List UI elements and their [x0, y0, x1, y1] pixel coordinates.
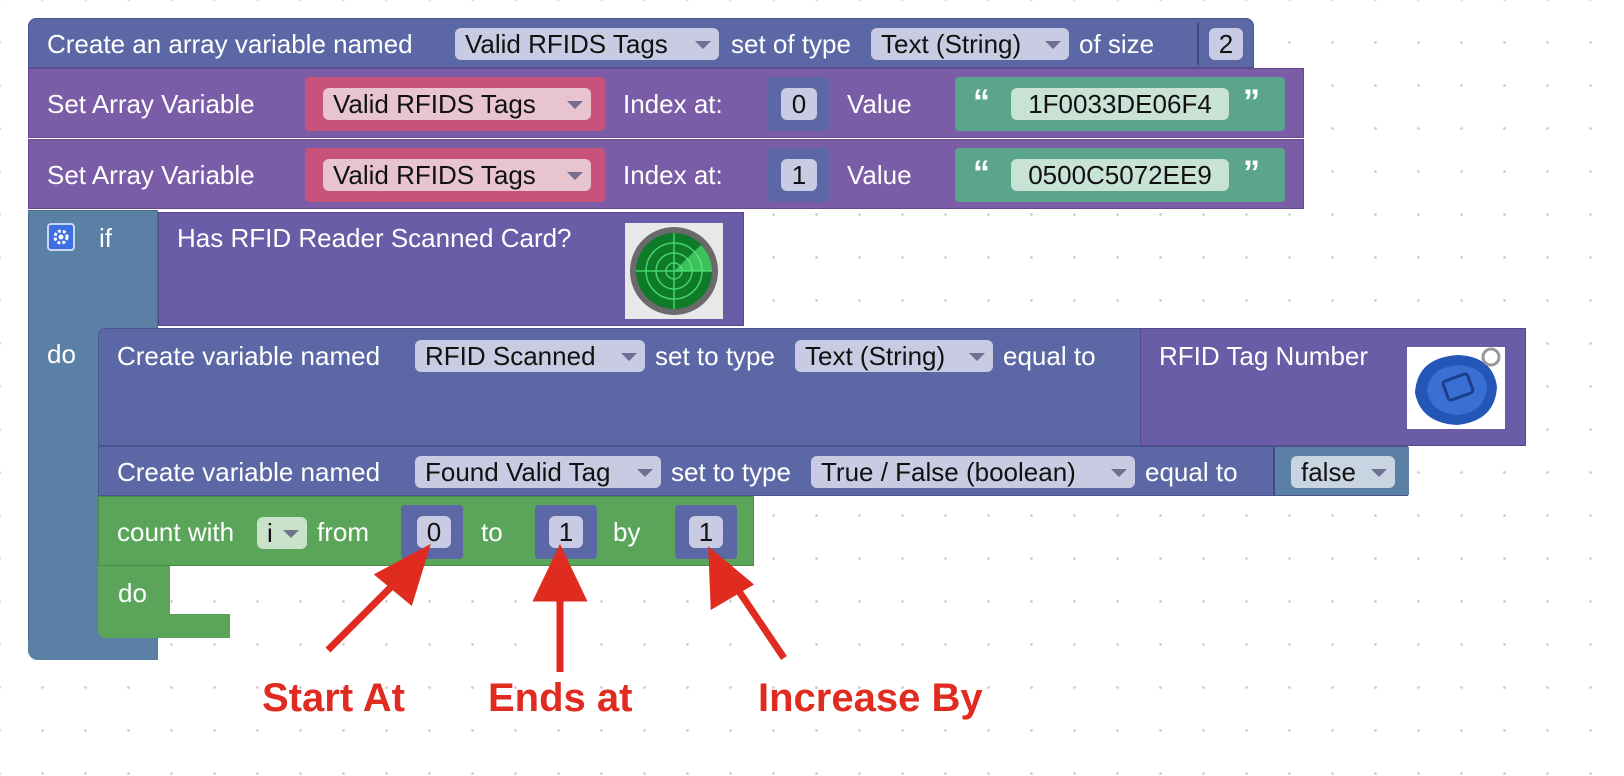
- radar-icon: [625, 223, 723, 319]
- value-label: Value: [847, 89, 912, 119]
- increase-by-annotation: Increase By: [758, 676, 983, 720]
- create-var-label: Create variable named: [117, 457, 381, 487]
- var-name-dropdown[interactable]: Found Valid Tag: [415, 456, 661, 488]
- start-at-annotation: Start At: [262, 676, 405, 720]
- ends-at-annotation: Ends at: [488, 676, 633, 720]
- array-size-input[interactable]: 2: [1209, 28, 1243, 60]
- create-var-rfid-block[interactable]: Create variable named RFID Scanned set t…: [98, 328, 1142, 446]
- count-with-label: count with: [117, 517, 235, 547]
- var-name-dropdown[interactable]: RFID Scanned: [415, 340, 645, 372]
- var-type-dropdown[interactable]: True / False (boolean): [811, 456, 1135, 488]
- chevron-down-icon: [1045, 41, 1061, 49]
- by-input[interactable]: 1: [689, 516, 723, 548]
- open-quote-icon: “: [973, 154, 990, 192]
- create-array-block[interactable]: Create an array variable named Valid RFI…: [28, 18, 1254, 68]
- create-array-label: Create an array variable named: [47, 29, 413, 59]
- set-array-label: Set Array Variable: [47, 89, 255, 119]
- array-type-dropdown[interactable]: Text (String): [871, 28, 1069, 60]
- open-quote-icon: “: [973, 83, 990, 121]
- rfid-tag-number-block[interactable]: RFID Tag Number: [1140, 328, 1526, 446]
- chevron-down-icon: [1371, 469, 1387, 477]
- string-input[interactable]: 0500C5072EE9: [1011, 159, 1229, 191]
- if-label: if: [99, 223, 112, 253]
- set-array-block-1[interactable]: Set Array Variable Valid RFIDS Tags Inde…: [28, 68, 1304, 138]
- by-label: by: [613, 517, 641, 547]
- equal-to-label: equal to: [1145, 457, 1238, 487]
- condition-label: Has RFID Reader Scanned Card?: [177, 223, 572, 253]
- if-do-label: do: [47, 339, 76, 369]
- index-label: Index at:: [623, 160, 723, 190]
- set-array-label: Set Array Variable: [47, 160, 255, 190]
- array-name-dropdown[interactable]: Valid RFIDS Tags: [455, 28, 719, 60]
- bool-dropdown[interactable]: false: [1291, 456, 1395, 488]
- chevron-down-icon: [637, 469, 653, 477]
- rfid-scanned-condition-block[interactable]: Has RFID Reader Scanned Card?: [158, 212, 744, 326]
- value-label: Value: [847, 160, 912, 190]
- chevron-down-icon: [969, 353, 985, 361]
- create-var-label: Create variable named: [117, 341, 381, 371]
- set-type-label: set to type: [671, 457, 791, 487]
- set-array-block-2[interactable]: Set Array Variable Valid RFIDS Tags Inde…: [28, 139, 1304, 209]
- set-array-var-dropdown[interactable]: Valid RFIDS Tags: [323, 159, 591, 191]
- loop-do-label: do: [118, 578, 147, 608]
- chevron-down-icon: [621, 353, 637, 361]
- chevron-down-icon: [1111, 469, 1127, 477]
- rfid-tag-number-label: RFID Tag Number: [1159, 341, 1369, 371]
- index-input[interactable]: 1: [781, 159, 817, 191]
- from-label: from: [317, 517, 369, 547]
- array-size-label: of size: [1079, 29, 1155, 59]
- chevron-down-icon: [283, 530, 299, 538]
- to-input[interactable]: 1: [549, 516, 583, 548]
- string-block[interactable]: “ 0500C5072EE9 ”: [955, 148, 1285, 202]
- create-var-found-block[interactable]: Create variable named Found Valid Tag se…: [98, 446, 1409, 496]
- gear-icon[interactable]: [47, 223, 75, 251]
- count-loop-block[interactable]: count with i from 0 to 1 by 1: [98, 496, 754, 566]
- chevron-down-icon: [567, 101, 583, 109]
- set-array-var-dropdown[interactable]: Valid RFIDS Tags: [323, 88, 591, 120]
- from-input[interactable]: 0: [417, 516, 451, 548]
- loop-var-dropdown[interactable]: i: [257, 517, 307, 549]
- chevron-down-icon: [567, 172, 583, 180]
- count-loop-bottom: [98, 614, 230, 638]
- index-input[interactable]: 0: [781, 88, 817, 120]
- rfid-keyfob-icon: [1407, 347, 1505, 429]
- close-quote-icon: ”: [1243, 83, 1260, 121]
- index-label: Index at:: [623, 89, 723, 119]
- string-input[interactable]: 1F0033DE06F4: [1011, 88, 1229, 120]
- set-type-label: set to type: [655, 341, 775, 371]
- array-type-label: set of type: [731, 29, 851, 59]
- close-quote-icon: ”: [1243, 154, 1260, 192]
- to-label: to: [481, 517, 503, 547]
- equal-to-label: equal to: [1003, 341, 1096, 371]
- var-type-dropdown[interactable]: Text (String): [795, 340, 993, 372]
- chevron-down-icon: [695, 41, 711, 49]
- string-block[interactable]: “ 1F0033DE06F4 ”: [955, 77, 1285, 131]
- if-block-bottom-arm: [28, 640, 158, 660]
